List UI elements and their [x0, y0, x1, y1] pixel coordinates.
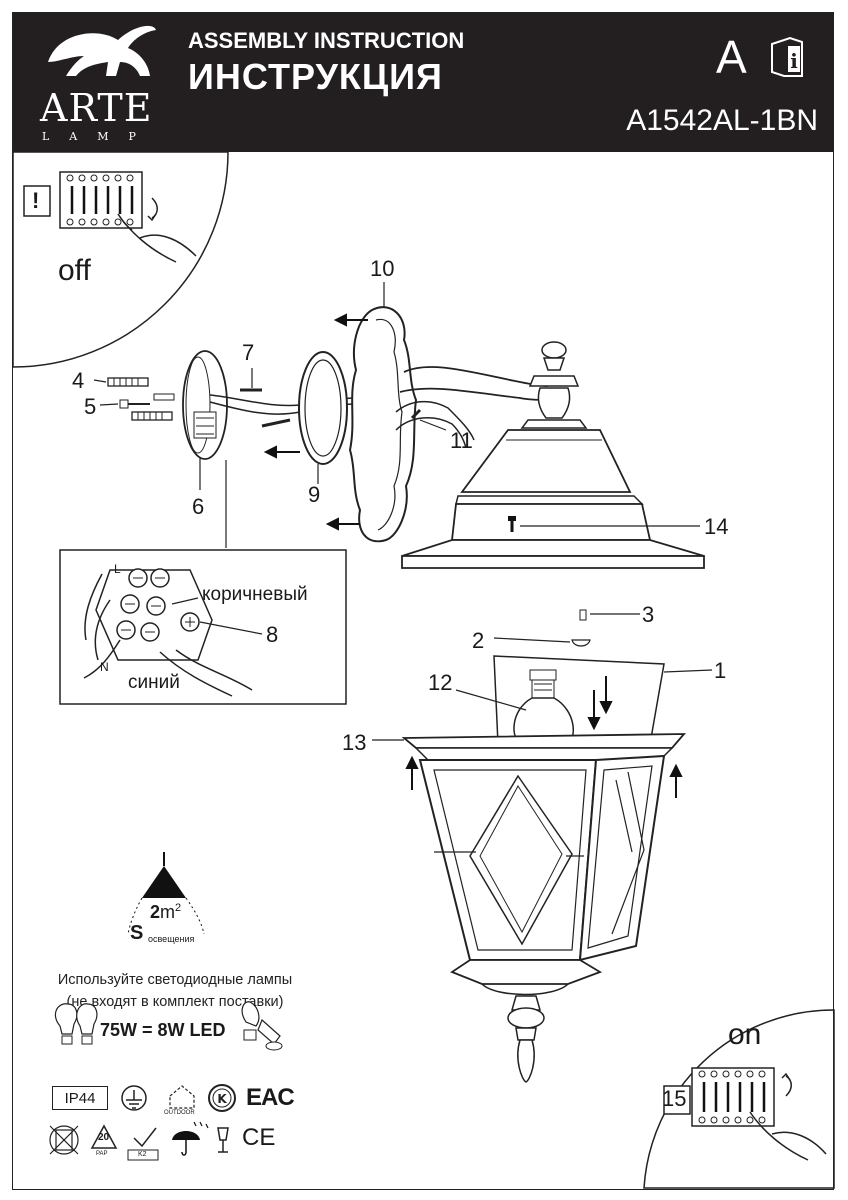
- part-3-label: 3: [642, 602, 655, 627]
- part-5-label: 5: [84, 394, 97, 419]
- part-9-label: 9: [308, 482, 321, 507]
- part-1-label: 1: [714, 658, 727, 683]
- recycle-number: 20: [98, 1132, 110, 1143]
- area-value: 2m2: [150, 902, 181, 923]
- area-s-subscript: освещения: [148, 934, 195, 944]
- area-unit: m: [160, 902, 176, 922]
- ce-mark: CE: [242, 1124, 276, 1151]
- brand-name: ARTE: [40, 86, 153, 130]
- k2-label: K2: [138, 1151, 147, 1158]
- area-number: 2: [150, 902, 161, 922]
- recycle-text: PAP: [96, 1151, 108, 1157]
- svg-text:i: i: [790, 49, 798, 73]
- info-book-icon: i: [771, 36, 803, 77]
- part-10-label: 10: [370, 256, 395, 281]
- svg-text:K: K: [217, 1092, 227, 1106]
- led-equivalence: 75W = 8W LED: [100, 1020, 226, 1040]
- brand-subtitle: LAMP: [42, 130, 156, 143]
- blue-wire-label: синий: [128, 672, 180, 693]
- eac-mark: EAC: [246, 1084, 295, 1111]
- part-6-label: 6: [192, 494, 205, 519]
- part-14-label: 14: [704, 514, 729, 539]
- part-7-label: 7: [242, 340, 255, 365]
- part-11-label: 11: [450, 428, 473, 453]
- led-note-line1: Используйте светодиодные лампы: [57, 972, 293, 988]
- wire-n-label: N: [100, 660, 109, 674]
- part-15-label: 15: [662, 1086, 687, 1111]
- title-english: ASSEMBLY INSTRUCTION: [188, 28, 465, 53]
- led-note-line2: (не входят в комплект поставки): [66, 994, 284, 1010]
- on-label: on: [728, 1018, 762, 1051]
- part-12-label: 12: [428, 670, 453, 695]
- area-unit-sup: 2: [175, 902, 182, 914]
- brand-logo: ARTE LAMP: [28, 22, 168, 143]
- wire-l-label: L: [114, 562, 121, 576]
- part-2-label: 2: [472, 628, 485, 653]
- ip-rating-badge: IP44: [52, 1086, 108, 1110]
- griffin-logo-icon: [48, 25, 156, 76]
- warning-mark: !: [32, 188, 40, 213]
- doc-letter: A: [716, 31, 747, 83]
- off-label: off: [58, 254, 91, 287]
- part-8-label: 8: [266, 622, 279, 647]
- title-russian: ИНСТРУКЦИЯ: [188, 56, 443, 97]
- model-number: A1542AL-1BN: [626, 104, 818, 137]
- area-s-letter: S: [130, 922, 144, 944]
- header-bar: [12, 12, 834, 152]
- outdoor-label: OUTDOOR: [164, 1110, 195, 1116]
- part-4-label: 4: [72, 368, 85, 393]
- part-13-label: 13: [342, 730, 367, 755]
- page-frame: [12, 12, 834, 1190]
- brown-wire-label: коричневый: [202, 584, 308, 605]
